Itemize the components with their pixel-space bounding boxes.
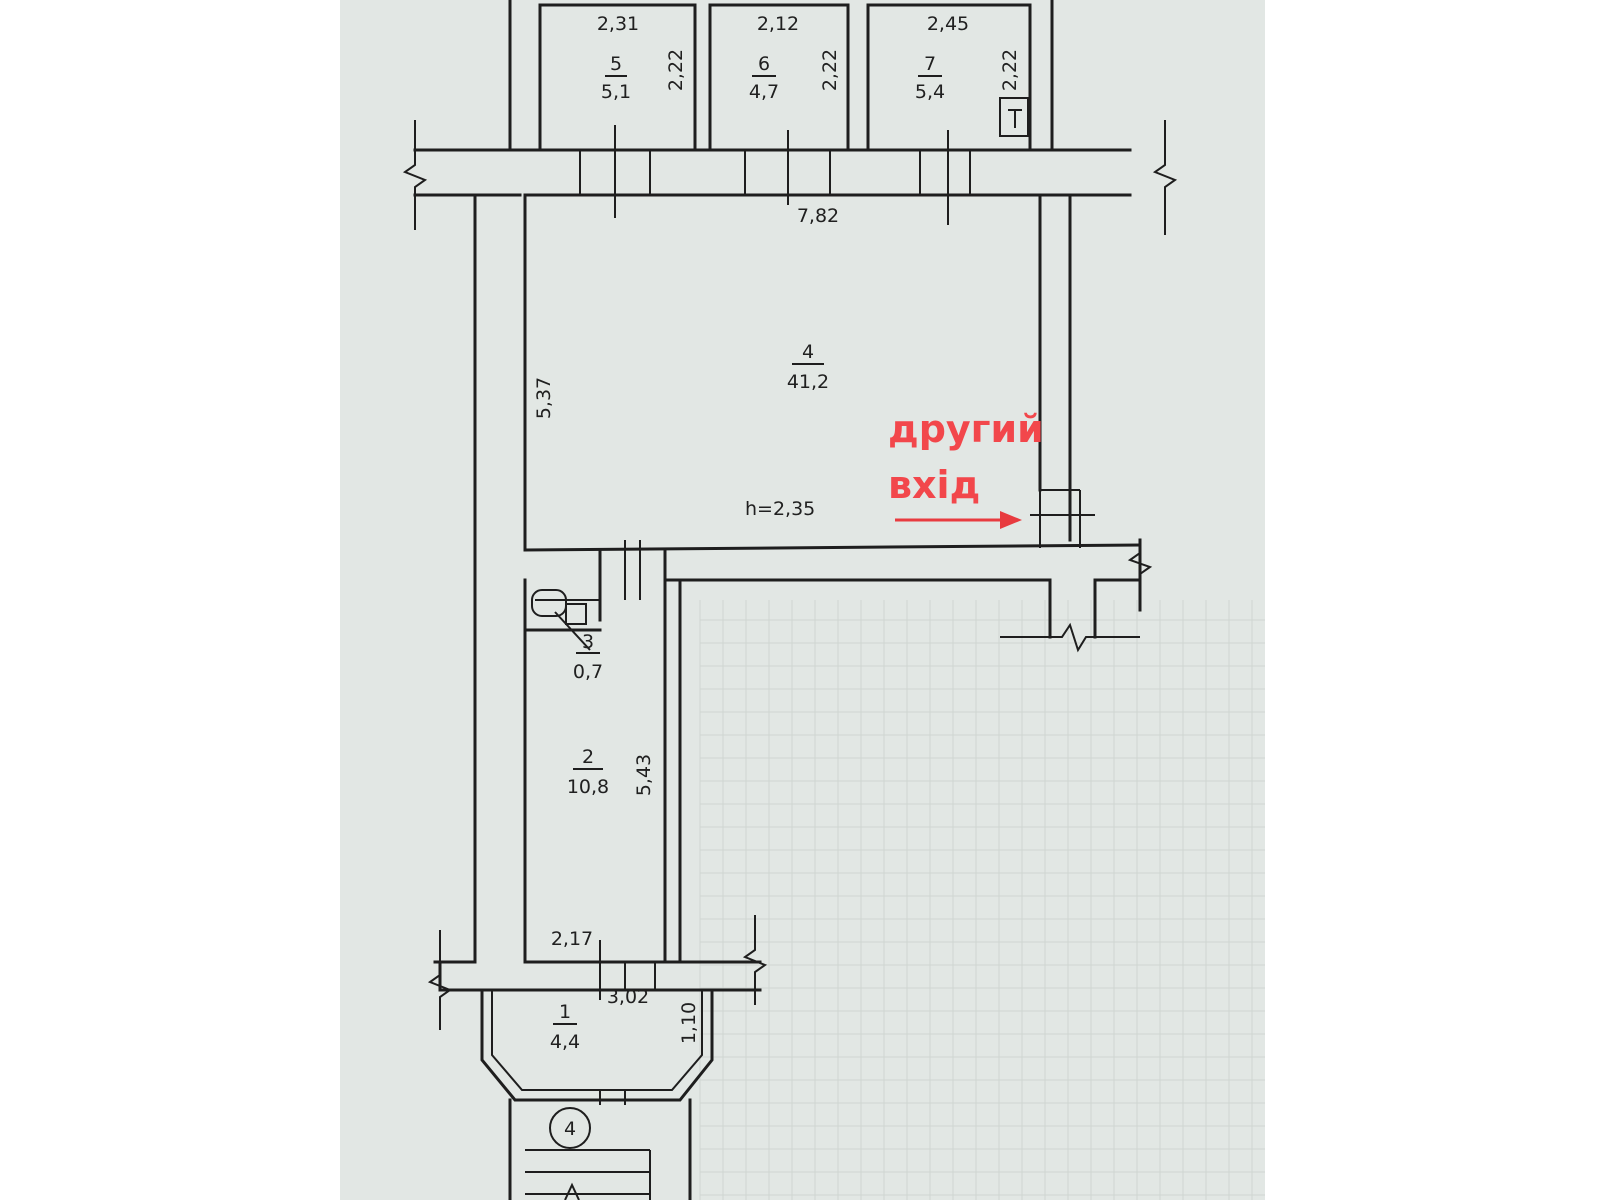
room-1-width-dim: 3,02 bbox=[607, 986, 649, 1008]
vestibule-room-1: 4 bbox=[480, 988, 714, 1200]
room-1-area: 4,4 bbox=[550, 1031, 580, 1053]
annotation-line-1: другий bbox=[888, 407, 1044, 451]
room-3-area: 0,7 bbox=[573, 661, 603, 683]
paper-sheet bbox=[340, 0, 1265, 1200]
room-4-walls bbox=[523, 193, 1142, 639]
annotation-line-2: вхід bbox=[888, 463, 980, 507]
room-7-width-dim: 2,45 bbox=[927, 13, 969, 35]
room-4-area: 41,2 bbox=[787, 371, 829, 393]
room-5-width-dim: 2,31 bbox=[597, 13, 639, 35]
room-3-number: 3 bbox=[582, 631, 594, 653]
graph-grid bbox=[699, 600, 1265, 1200]
room-5-number: 5 bbox=[610, 53, 622, 75]
room-2-width-dim: 2,17 bbox=[551, 928, 593, 950]
room-5-area: 5,1 bbox=[601, 81, 631, 103]
room-7-depth-dim: 2,22 bbox=[999, 49, 1021, 91]
dimension-labels: 2,31 2,12 2,45 2,22 2,22 2,22 7,82 5,37 … bbox=[533, 13, 1021, 1044]
left-rooms bbox=[523, 540, 762, 1000]
room-6-width-dim: 2,12 bbox=[757, 13, 799, 35]
room-1-depth-dim: 1,10 bbox=[678, 1002, 700, 1044]
annotation-arrow-icon bbox=[1000, 511, 1022, 529]
stair-marker-circle bbox=[549, 1107, 591, 1149]
ceiling-height-label: h=2,35 bbox=[745, 498, 815, 520]
room-2-number: 2 bbox=[582, 746, 594, 768]
room-6-number: 6 bbox=[758, 53, 770, 75]
room-labels: 5 5,1 6 4,7 7 5,4 4 41,2 3 0,7 2 10,8 1 … bbox=[550, 53, 945, 1053]
room-4-length-dim: 5,37 bbox=[533, 377, 555, 419]
top-rooms bbox=[508, 0, 1054, 225]
room-7-number: 7 bbox=[924, 53, 936, 75]
room-5-depth-dim: 2,22 bbox=[665, 49, 687, 91]
room-4-width-dim: 7,82 bbox=[797, 205, 839, 227]
room-7-area: 5,4 bbox=[915, 81, 945, 103]
room-6-area: 4,7 bbox=[749, 81, 779, 103]
room-1-number: 1 bbox=[559, 1001, 571, 1023]
room-2-area: 10,8 bbox=[567, 776, 609, 798]
second-entrance-annotation: другий вхід bbox=[888, 407, 1044, 529]
room-4-number: 4 bbox=[802, 341, 814, 363]
stair-marker-label: 4 bbox=[564, 1118, 576, 1140]
room-2-length-dim: 5,43 bbox=[633, 754, 655, 796]
room-6-depth-dim: 2,22 bbox=[819, 49, 841, 91]
